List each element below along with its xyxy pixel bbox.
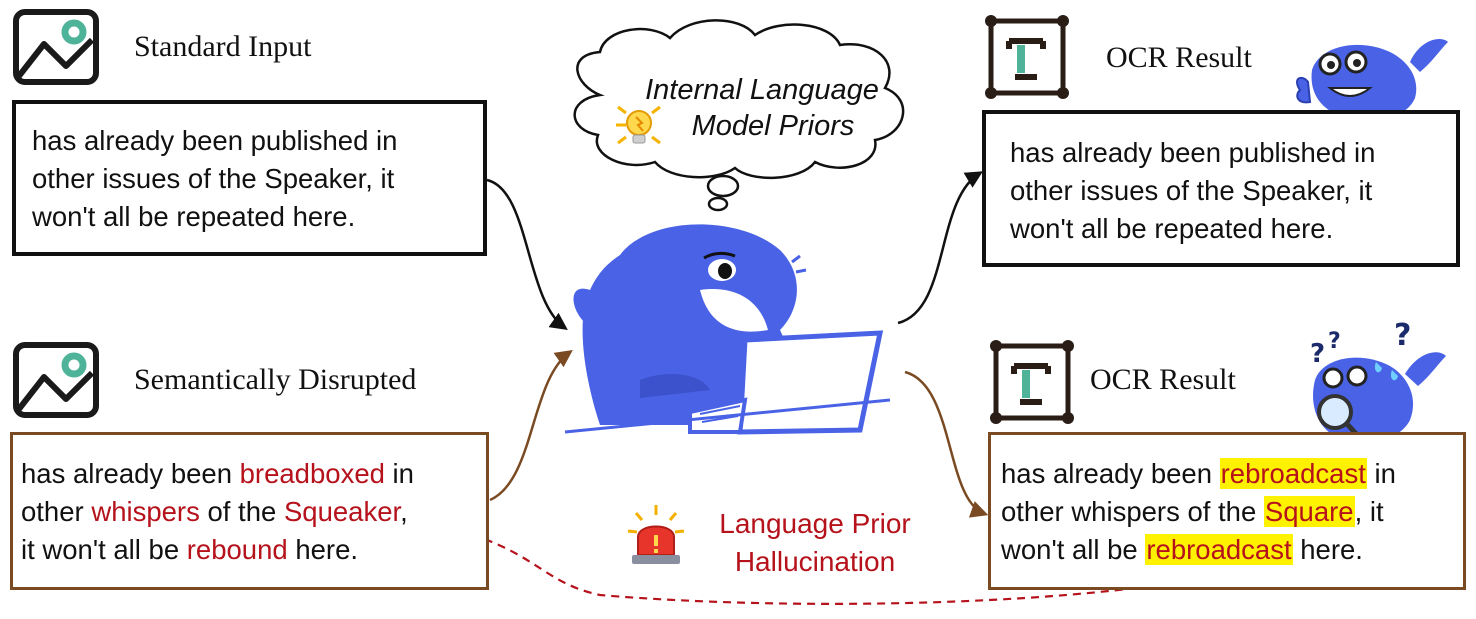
- thought-line-1: Internal Language: [645, 74, 879, 106]
- standard-input-box: has already been published in other issu…: [12, 100, 487, 256]
- arrow-model-to-top-result: [897, 171, 983, 325]
- disrupted-word: whispers: [91, 496, 200, 527]
- hallucinated-word: rebroadcast: [1219, 458, 1367, 489]
- ocr-top-line-3: won't all be repeated here.: [1010, 213, 1334, 244]
- disrupted-word: Squeaker: [283, 496, 401, 527]
- disrupted-input-box: has already been breadboxed in other whi…: [10, 432, 489, 590]
- ocr-result-label-bottom: OCR Result: [1090, 363, 1236, 396]
- ocr-result-label-top: OCR Result: [1106, 41, 1252, 74]
- disrupted-word: breadboxed: [239, 458, 385, 489]
- siren-icon: [627, 505, 685, 564]
- hallucinated-word: rebroadcast: [1145, 534, 1293, 565]
- disrupted-line-3: it won't all be rebound here.: [21, 534, 359, 565]
- disrupted-line-1: has already been breadboxed in: [21, 458, 414, 489]
- ocr-bottom-line-3: won't all be rebroadcast here.: [1001, 534, 1363, 565]
- arrow-hallucination-dashed: [389, 513, 1241, 605]
- semantically-disrupted-label: Semantically Disrupted: [134, 363, 417, 396]
- ocr-top-line-1: has already been published in: [1010, 137, 1376, 168]
- whale-laptop-illustration: [564, 224, 891, 435]
- image-icon: [13, 342, 99, 418]
- ocr-top-line-2: other issues of the Speaker, it: [1010, 175, 1373, 206]
- standard-line-3: won't all be repeated here.: [32, 201, 356, 232]
- happy-whale-illustration: [1296, 39, 1448, 121]
- standard-line-2: other issues of the Speaker, it: [32, 163, 395, 194]
- standard-line-1: has already been published in: [32, 125, 398, 156]
- question-mark-icon: ?: [1328, 329, 1341, 354]
- arrow-disrupted-to-model: [489, 349, 573, 502]
- arrow-standard-to-model: [486, 178, 568, 331]
- ocr-result-box-bottom: has already been rebroadcast in other wh…: [988, 432, 1466, 590]
- image-icon: [13, 9, 99, 85]
- question-mark-icon: ?: [1394, 318, 1411, 353]
- question-mark-icon: ?: [1310, 339, 1325, 369]
- ocr-bottom-line-2: other whispers of the Square, it: [1001, 496, 1384, 527]
- standard-input-label: Standard Input: [134, 30, 312, 63]
- lightbulb-icon: [616, 105, 661, 145]
- ocr-bottom-line-1: has already been rebroadcast in: [1001, 458, 1396, 489]
- disrupted-line-2: other whispers of the Squeaker,: [21, 496, 408, 527]
- thought-text: Internal Language Model Priors: [612, 72, 912, 144]
- hallucination-alert-text: Language Prior Hallucination: [695, 505, 935, 581]
- magnifier-icon: [1317, 394, 1363, 441]
- arrow-model-to-bottom-result: [904, 370, 989, 518]
- hallucinated-word: Square: [1263, 496, 1355, 527]
- thought-cloud: [573, 19, 905, 212]
- ocr-text-icon: [985, 15, 1069, 99]
- ocr-result-box-top: has already been published in other issu…: [982, 110, 1460, 267]
- disrupted-word: rebound: [186, 534, 288, 565]
- alert-line-2: Hallucination: [734, 546, 896, 577]
- thought-line-2: Model Priors: [691, 110, 855, 142]
- ocr-text-icon: [990, 340, 1074, 424]
- alert-line-1: Language Prior: [719, 508, 911, 539]
